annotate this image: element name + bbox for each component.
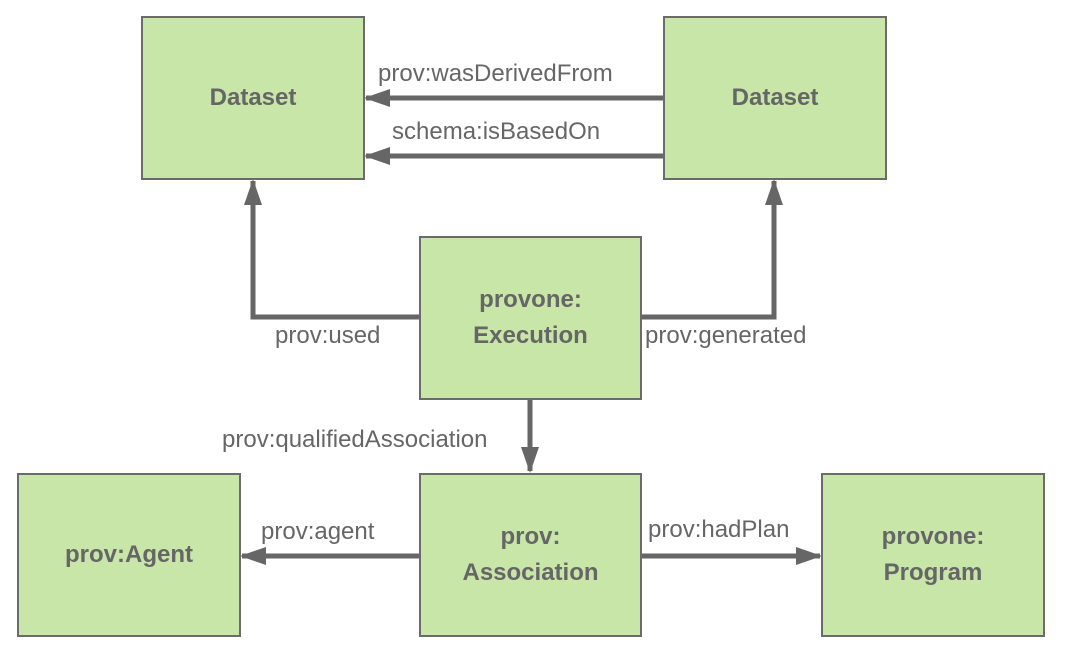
generated-label: prov:generated: [645, 322, 807, 350]
dataset-right-label: Dataset: [731, 84, 819, 111]
qualified-association-label: prov:qualifiedAssociation: [222, 426, 488, 454]
used-label: prov:used: [275, 322, 381, 350]
program-node[interactable]: provone: Program: [821, 473, 1045, 637]
agent-label: prov:Agent: [65, 541, 193, 568]
program-label-line2: Program: [883, 559, 983, 586]
dataset-node-left[interactable]: Dataset: [141, 16, 365, 180]
had-plan-label: prov:hadPlan: [648, 516, 790, 544]
is-based-on-label: schema:isBasedOn: [392, 118, 601, 146]
agent-node[interactable]: prov:Agent: [17, 473, 241, 637]
execution-node[interactable]: provone: Execution: [419, 236, 642, 400]
agent-edge-label: prov:agent: [261, 518, 375, 546]
was-derived-from-label: prov:wasDerivedFrom: [378, 60, 613, 88]
execution-label-line2: Execution: [473, 322, 588, 349]
dataset-node-right[interactable]: Dataset: [663, 16, 887, 180]
used-arrow: [244, 179, 419, 320]
dataset-left-label: Dataset: [209, 84, 297, 111]
program-label-line1: provone:: [881, 523, 985, 550]
generated-arrow: [641, 179, 783, 320]
association-node[interactable]: prov: Association: [419, 473, 642, 637]
association-label-line1: prov:: [500, 523, 561, 550]
association-label-line2: Association: [462, 559, 599, 586]
execution-label-line1: provone:: [479, 286, 582, 313]
